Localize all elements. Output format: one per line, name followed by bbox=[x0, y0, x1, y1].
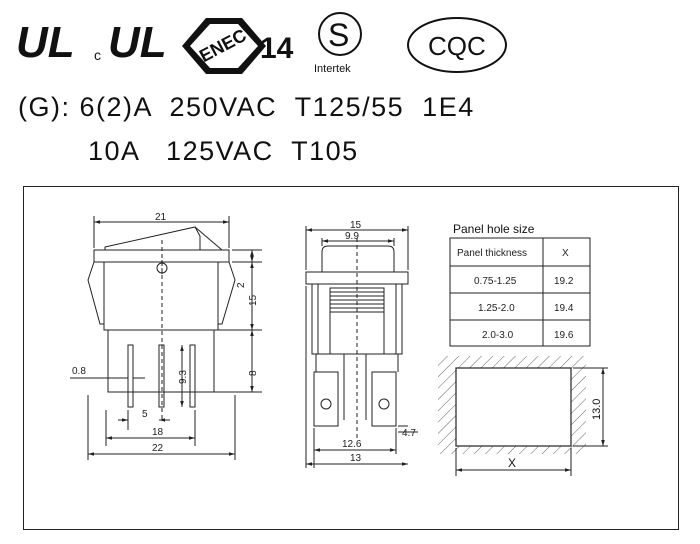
svg-text:Intertek: Intertek bbox=[314, 63, 351, 75]
table-header-thickness: Panel thickness bbox=[457, 248, 527, 259]
front-dim-5: 5 bbox=[142, 409, 148, 420]
svg-text:UL: UL bbox=[16, 18, 75, 67]
front-dim-0-8: 0.8 bbox=[72, 366, 86, 377]
front-view bbox=[70, 216, 262, 460]
table-row-1-x: 19.2 bbox=[554, 276, 574, 287]
svg-text:14: 14 bbox=[260, 32, 294, 65]
front-dim-21: 21 bbox=[155, 212, 167, 223]
intertek-logo: S Intertek bbox=[314, 12, 362, 75]
front-dim-18: 18 bbox=[152, 427, 164, 438]
panel-dim-x: X bbox=[508, 456, 516, 470]
cul-logo: UL bbox=[108, 18, 167, 67]
table-row-2-x: 19.4 bbox=[554, 303, 574, 314]
panel-hole-drawing bbox=[438, 356, 608, 476]
rating-line-1: (G): 6(2)A 250VAC T125/55 1E4 bbox=[18, 92, 475, 122]
side-dim-12-6: 12.6 bbox=[342, 439, 362, 450]
svg-text:CQC: CQC bbox=[428, 31, 486, 61]
panel-table-title: Panel hole size bbox=[453, 222, 535, 236]
front-dim-2: 2 bbox=[236, 282, 247, 288]
front-dim-15: 15 bbox=[248, 294, 259, 306]
front-dim-22: 22 bbox=[152, 443, 164, 454]
side-dim-15: 15 bbox=[350, 220, 362, 231]
certification-logos: UL c UL ENEC 14 S Intertek CQC bbox=[16, 12, 507, 75]
side-dim-4-7: 4.7 bbox=[402, 428, 416, 439]
panel-dim-13: 13.0 bbox=[591, 399, 603, 420]
rating-line-2: 10A 125VAC T105 bbox=[88, 136, 359, 166]
side-view bbox=[305, 226, 418, 468]
svg-text:UL: UL bbox=[108, 18, 167, 67]
table-row-3-thickness: 2.0-3.0 bbox=[482, 330, 514, 341]
ul-logo: UL bbox=[16, 18, 75, 67]
cqc-logo: CQC bbox=[407, 17, 507, 73]
side-dim-9-9: 9.9 bbox=[345, 231, 359, 242]
front-dim-8: 8 bbox=[248, 370, 259, 376]
panel-hole-table bbox=[449, 237, 591, 347]
side-dim-13: 13 bbox=[350, 453, 362, 464]
enec-logo: ENEC 14 bbox=[182, 18, 294, 74]
table-row-2-thickness: 1.25-2.0 bbox=[478, 303, 515, 314]
table-header-x: X bbox=[562, 248, 569, 259]
table-row-3-x: 19.6 bbox=[554, 330, 574, 341]
table-row-1-thickness: 0.75-1.25 bbox=[474, 276, 517, 287]
drawing-frame bbox=[23, 186, 679, 530]
front-dim-9-3: 9.3 bbox=[178, 370, 189, 384]
c-mark: c bbox=[94, 47, 101, 63]
svg-text:S: S bbox=[328, 17, 349, 53]
